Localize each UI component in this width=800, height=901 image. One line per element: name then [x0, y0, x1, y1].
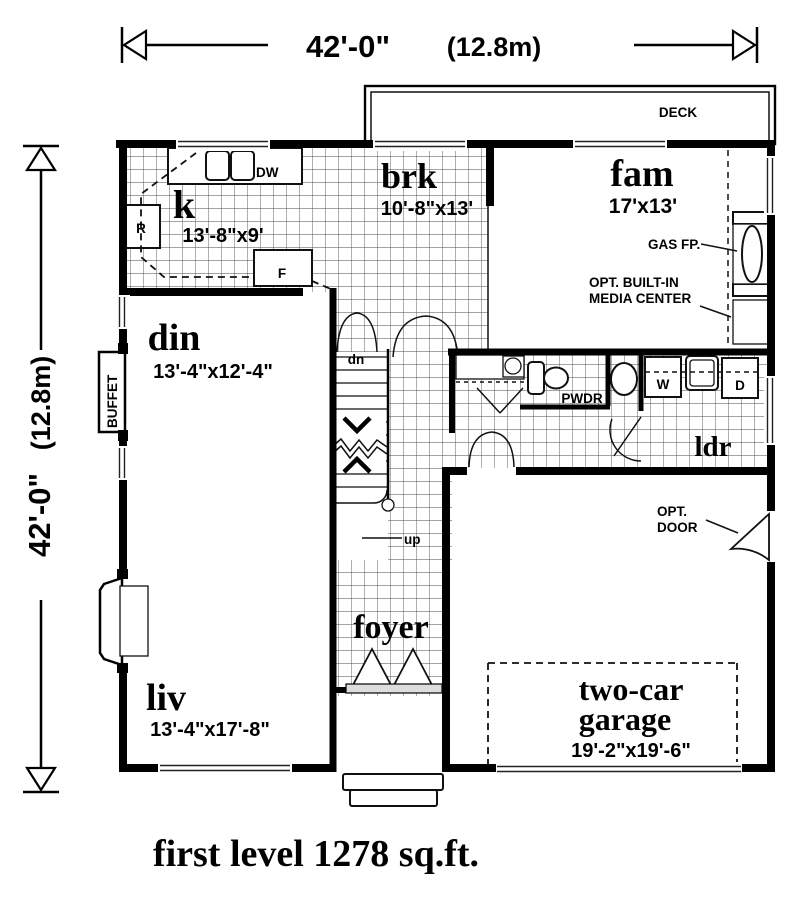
entry-threshold — [345, 683, 443, 694]
living-size: 13'-4"x17'-8" — [150, 719, 270, 741]
kitchen-fixtures — [123, 147, 334, 291]
washer-label: W — [657, 377, 670, 392]
dining-hall-arch — [336, 312, 378, 353]
staircase — [332, 349, 402, 539]
windows — [116, 137, 778, 775]
family-fireplace — [699, 150, 772, 348]
opt-door-label-2: DOOR — [657, 520, 698, 535]
dishwasher-label: DW — [256, 165, 279, 180]
garage-label-2: garage — [579, 701, 671, 737]
cased-openings — [336, 312, 515, 468]
kitchen-dashed-tail — [311, 280, 334, 291]
entry-step-1 — [342, 773, 444, 791]
media-label-2: MEDIA CENTER — [589, 291, 692, 306]
kitchen-sink-right-icon — [230, 150, 255, 181]
stair-break-line — [332, 437, 388, 453]
dim-top-meters: (12.8m) — [447, 32, 542, 62]
opt-door-label-1: OPT. — [657, 504, 687, 519]
living-bay — [94, 569, 149, 673]
foyer-label: foyer — [353, 609, 429, 646]
buffet-label: BUFFET — [105, 374, 120, 428]
laundry-label: ldr — [694, 431, 731, 463]
gas-fp-leader — [700, 243, 738, 252]
stair-arrow-up-icon — [342, 455, 372, 474]
breakfast-label: brk — [381, 156, 437, 196]
vanity-sink-icon — [504, 357, 522, 375]
garage-label-1: two-car — [579, 671, 684, 707]
gas-fireplace-icon — [741, 225, 763, 283]
deck-label: DECK — [659, 105, 698, 120]
garage-size: 19'-2"x19'-6" — [571, 740, 691, 762]
stair-newel — [381, 498, 395, 512]
buffet-nook — [95, 343, 129, 441]
dim-left-meters: (12.8m) — [26, 356, 56, 451]
deck-outline — [363, 84, 777, 146]
annotations: DECK DW R F W D BUFFET GAS FP. OPT. BUIL… — [105, 105, 745, 547]
pedestal-sink-icon — [610, 362, 638, 396]
dryer-box — [721, 357, 759, 399]
media-center-box — [732, 299, 771, 345]
entry-step-2 — [349, 789, 438, 807]
dimension-left: 42'-0" (12.8m) — [22, 144, 59, 794]
range-label: R — [136, 221, 146, 236]
laundry-tub-inner — [689, 359, 715, 387]
dim-left-feet: 42'-0" — [22, 473, 57, 557]
washer-box — [644, 356, 682, 398]
plan-caption: first level 1278 sq.ft. — [153, 833, 479, 875]
svg-text:42'-0" (12.8m): 42'-0" (12.8m) — [22, 356, 57, 557]
stair-break-line-2 — [332, 444, 388, 460]
garage-mandoor-arch — [468, 431, 515, 468]
kitchen-label: k — [173, 182, 196, 227]
powder-laundry-fixtures — [455, 354, 760, 462]
laundry-door-arc — [609, 418, 642, 462]
family-size: 17'x13' — [609, 195, 677, 218]
media-label-1: OPT. BUILT-IN — [589, 275, 679, 290]
living-label: liv — [146, 677, 186, 719]
room-labels: k 13'-8"x9' brk 10'-8"x13' fam 17'x13' d… — [146, 153, 732, 762]
kitchen-size: 13'-8"x9' — [182, 225, 263, 247]
toilet-tank-icon — [527, 361, 545, 395]
fridge-label: F — [278, 266, 286, 281]
breakfast-size: 10'-8"x13' — [381, 198, 473, 220]
opt-door-swing-icon — [728, 511, 770, 562]
stairs-up-label: up — [404, 532, 421, 547]
garage-dashed-area — [487, 662, 738, 764]
kitchen-sink-left-icon — [205, 150, 230, 181]
entry — [342, 647, 444, 807]
media-leader — [699, 305, 732, 318]
stair-starter-step — [334, 489, 388, 504]
dimension-top: 42'-0" (12.8m) — [120, 27, 759, 64]
stair-arrow-down-icon — [342, 416, 372, 435]
garage-details — [487, 511, 778, 774]
dim-top-feet: 42'-0" — [306, 29, 390, 64]
gas-fp-label: GAS FP. — [648, 237, 700, 252]
toilet-bowl-icon — [543, 366, 569, 390]
family-label: fam — [610, 153, 673, 195]
powder-door-icon — [476, 387, 524, 414]
fridge-box — [253, 249, 313, 287]
dining-size: 13'-4"x12'-4" — [153, 361, 273, 383]
fireplace-bottom — [732, 283, 772, 297]
dining-label: din — [148, 317, 201, 359]
powder-label: PWDR — [561, 391, 602, 406]
opt-door-leader — [705, 519, 739, 534]
dryer-label: D — [735, 378, 745, 393]
stairs-dn-label: dn — [348, 352, 365, 367]
laundry-door-leaf — [613, 416, 642, 457]
